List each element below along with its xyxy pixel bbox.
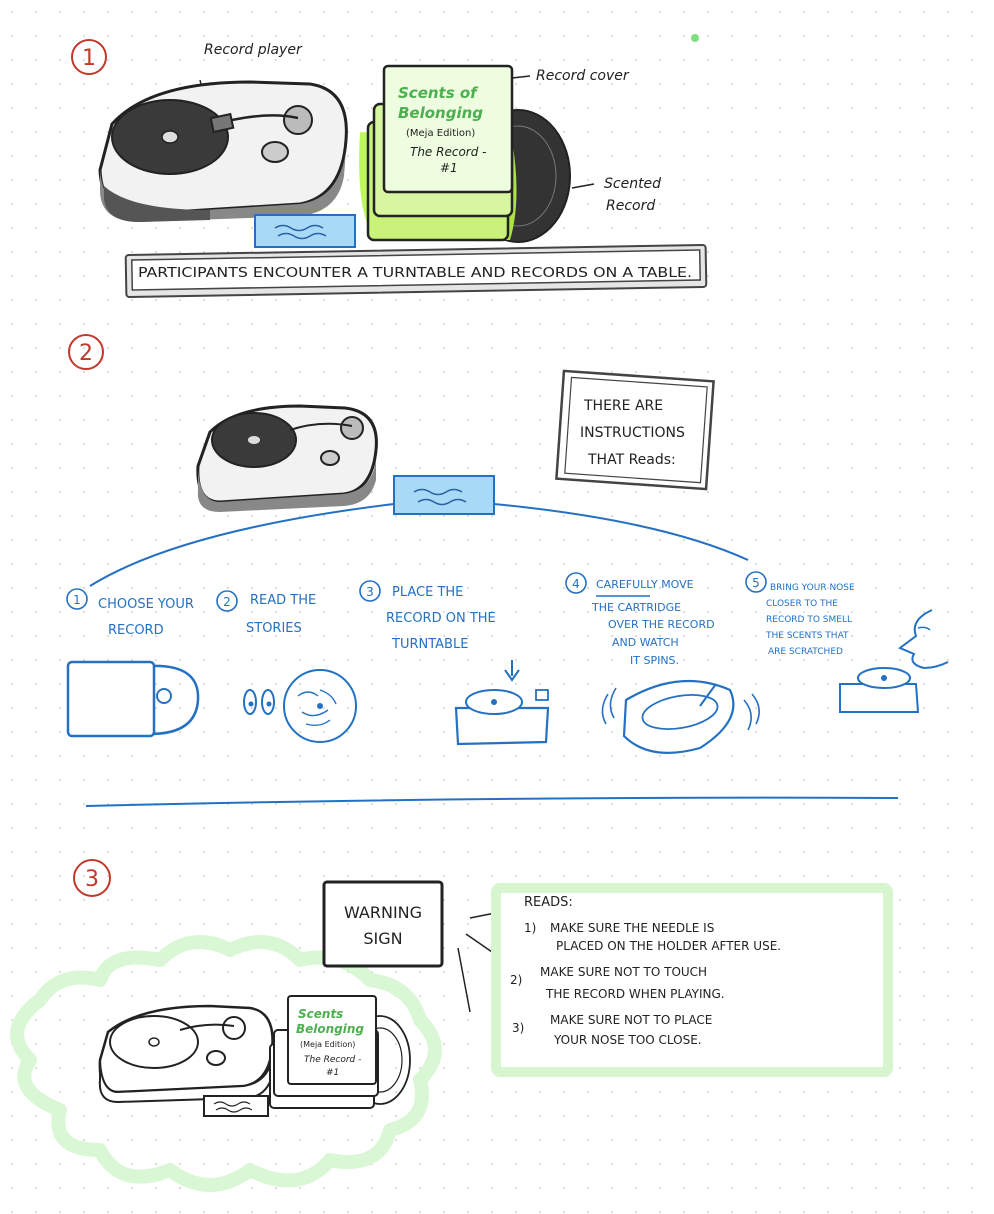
caption-text: PARTICIPANTS ENCOUNTER A TURNTABLE AND R… xyxy=(138,266,692,281)
green-dot xyxy=(691,34,699,42)
record-cover-stack-3: Scents Belonging (Meja Edition) The Reco… xyxy=(269,995,411,1109)
turntable-placing-icon xyxy=(454,660,550,746)
warning-rules-box: READS: 1) MAKE SURE THE NEEDLE IS PLACED… xyxy=(491,883,893,1077)
note-line-3: THAT Reads: xyxy=(587,452,676,468)
cover-title-2: Belonging xyxy=(398,104,483,122)
label-scented-1: Scented xyxy=(604,176,661,192)
label-scented-2: Record xyxy=(606,198,655,214)
section-2-number: 2 xyxy=(79,341,93,366)
step-4-number: 4 xyxy=(572,577,580,591)
cover3-edition: (Meja Edition) xyxy=(300,1040,355,1049)
step-3-number: 3 xyxy=(366,585,374,599)
step-5-line-5: ARE SCRATCHED xyxy=(768,647,843,657)
rule-3-line-1: MAKE SURE NOT TO PLACE xyxy=(550,1013,712,1027)
instruction-card xyxy=(254,214,356,248)
section-3-number: 3 xyxy=(85,867,99,892)
record-cover-stack: Scents of Belonging (Meja Edition) The R… xyxy=(359,64,571,243)
connector-1 xyxy=(465,933,493,953)
step-5-number: 5 xyxy=(752,576,760,590)
step-1: 1 CHOOSE YOUR RECORD xyxy=(66,588,200,738)
record-player-illustration-3 xyxy=(98,1004,274,1104)
step-5-line-2: CLOSER TO THE xyxy=(766,599,838,609)
section-2-badge xyxy=(68,334,104,370)
step-2-number: 2 xyxy=(223,595,231,609)
connector-3 xyxy=(457,947,471,1013)
step-3-line-1: PLACE THE xyxy=(392,585,463,600)
step-4-line-1: CAREFULLY MOVE xyxy=(596,578,694,591)
section-2: 2 THERE ARE INSTRUCTIONS THAT Reads: xyxy=(66,334,949,807)
step-2: 2 READ THE STORIES xyxy=(216,590,357,743)
step-3: 3 PLACE THE RECORD ON THE TURNTABLE xyxy=(359,580,550,746)
step-4-line-5: IT SPINS. xyxy=(630,654,679,667)
step-3-line-2: RECORD ON THE xyxy=(386,611,496,626)
warning-line-1: WARNING xyxy=(344,903,422,922)
rule-2-number: 2) xyxy=(510,973,522,987)
step-3-line-3: TURNTABLE xyxy=(391,637,468,652)
step-4-line-2: THE CARTRIDGE xyxy=(591,601,681,614)
section-divider xyxy=(85,796,899,807)
record-player-illustration xyxy=(98,80,348,222)
step-2-line-2: STORIES xyxy=(246,621,302,636)
pointer-scented-record xyxy=(571,183,595,189)
instruction-card-2 xyxy=(393,475,495,515)
section-1-number: 1 xyxy=(82,46,96,71)
step-5-line-1: BRING YOUR NOSE xyxy=(770,583,855,593)
instructions-note: THERE ARE INSTRUCTIONS THAT Reads: xyxy=(555,369,715,491)
label-record-cover: Record cover xyxy=(536,68,630,84)
step-4-line-4: AND WATCH xyxy=(612,636,679,649)
rule-3-number: 3) xyxy=(512,1021,524,1035)
cover3-title-2: Belonging xyxy=(296,1022,364,1036)
eyes-reading-icon xyxy=(243,669,357,743)
glow-outline xyxy=(10,935,442,1192)
step-4: 4 CAREFULLY MOVE THE CARTRIDGE OVER THE … xyxy=(565,572,760,754)
smelling-face-icon xyxy=(839,609,949,713)
note-line-1: THERE ARE xyxy=(583,398,663,414)
reads-title: READS: xyxy=(524,895,573,910)
rule-2-line-1: MAKE SURE NOT TO TOUCH xyxy=(540,965,707,979)
rule-1-line-1: MAKE SURE THE NEEDLE IS xyxy=(550,921,714,935)
step-5: 5 BRING YOUR NOSE CLOSER TO THE RECORD T… xyxy=(745,571,949,713)
warning-sign-box: WARNING SIGN xyxy=(322,880,444,968)
step-5-line-4: THE SCENTS THAT xyxy=(765,631,849,641)
step-1-number: 1 xyxy=(73,593,81,607)
branch-left xyxy=(89,503,395,587)
branch-right xyxy=(493,503,749,561)
instruction-card-3 xyxy=(203,1095,269,1117)
section-3: 3 Scents Belonging (Meja Edition) xyxy=(10,859,893,1192)
pointer-record-cover xyxy=(511,75,531,79)
cover3-record-2: #1 xyxy=(326,1068,339,1078)
warning-line-2: SIGN xyxy=(363,929,402,948)
step-1-line-2: RECORD xyxy=(108,623,164,638)
label-record-player: Record player xyxy=(204,42,303,58)
step-2-line-1: READ THE xyxy=(250,593,316,608)
cover-edition: (Meja Edition) xyxy=(406,128,475,139)
cover3-record-1: The Record - xyxy=(304,1055,361,1065)
record-sleeve-icon xyxy=(66,660,200,738)
step-1-line-1: CHOOSE YOUR xyxy=(98,597,194,612)
step-4-line-3: OVER THE RECORD xyxy=(608,618,715,631)
note-line-2: INSTRUCTIONS xyxy=(580,425,685,441)
rule-1-line-2: PLACED ON THE HOLDER AFTER USE. xyxy=(556,939,781,953)
section-1-badge xyxy=(71,39,107,75)
cover3-title-1: Scents xyxy=(298,1007,343,1021)
cover-record-1: The Record - xyxy=(410,145,487,159)
cover-title-1: Scents of xyxy=(398,84,479,102)
caption-banner: PARTICIPANTS ENCOUNTER A TURNTABLE AND R… xyxy=(124,243,708,299)
rule-2-line-2: THE RECORD WHEN PLAYING. xyxy=(545,987,725,1001)
spinning-turntable-icon xyxy=(601,680,760,754)
rule-3-line-2: YOUR NOSE TOO CLOSE. xyxy=(553,1033,702,1047)
record-player-illustration-2 xyxy=(196,404,378,512)
section-3-badge xyxy=(73,859,111,897)
cover-record-2: #1 xyxy=(440,161,458,175)
step-5-line-3: RECORD TO SMELL xyxy=(766,615,852,625)
rule-1-number: 1) xyxy=(524,921,536,935)
section-1: 1 Record player Scents xyxy=(71,39,708,299)
